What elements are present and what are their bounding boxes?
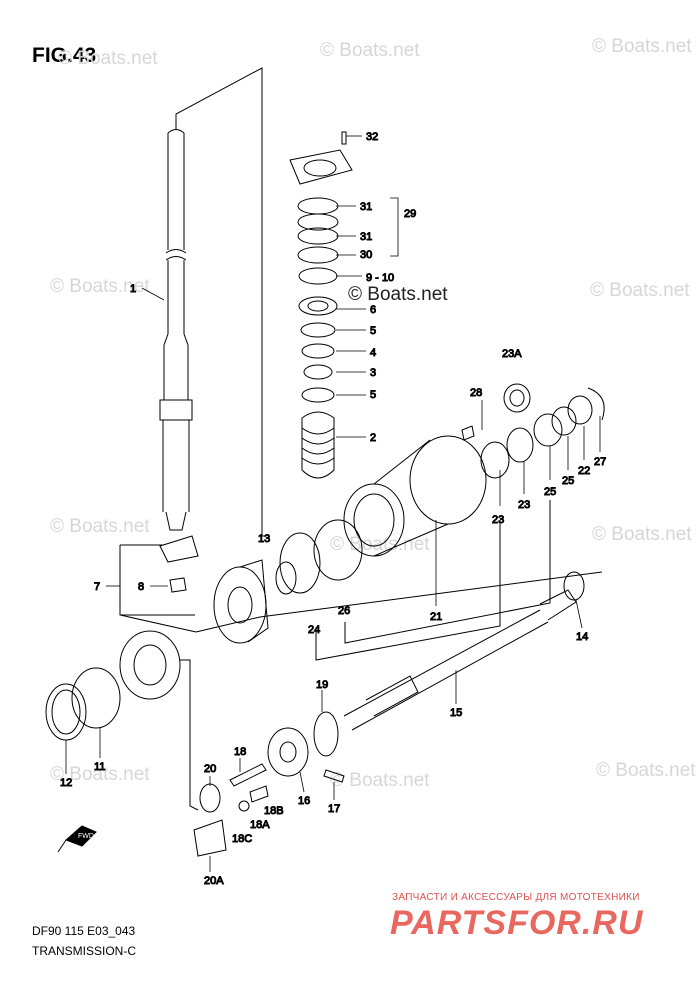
- forward-gear: [213, 519, 363, 644]
- bearing-housing: [343, 435, 487, 557]
- callout-label: 18: [234, 746, 246, 758]
- bracket-line: [175, 67, 263, 528]
- callout-label: 20A: [204, 875, 224, 887]
- callout-label: 32: [366, 131, 378, 143]
- upper-stack: [289, 131, 353, 403]
- watermark: © Boats.net: [50, 516, 150, 537]
- callout-label: 19: [316, 679, 328, 691]
- bracket-line: [180, 659, 199, 811]
- callout-label: 21: [430, 611, 442, 623]
- part-callouts: 32 31 29 31 30 9 - 10 6 5 4 3 5 2 1 23A …: [60, 131, 607, 888]
- bracket-line: [119, 545, 197, 633]
- callout-label: 26: [338, 605, 350, 617]
- callout-label: 15: [450, 707, 462, 719]
- watermark: © Boats.net: [330, 770, 430, 791]
- callout-label: 23A: [502, 348, 522, 360]
- callout-label: 3: [370, 367, 376, 379]
- callout-leaders: [65, 135, 601, 872]
- callout-label: 28: [470, 387, 482, 399]
- promo-tagline: ЗАПЧАСТИ И АКСЕССУАРЫ ДЛЯ МОТОТЕХНИКИ: [392, 892, 640, 903]
- fwd-direction-arrow: [57, 825, 97, 853]
- callout-label: 30: [360, 249, 372, 261]
- spring: [301, 411, 335, 479]
- bearing-set: [461, 383, 605, 479]
- callout-label: 27: [594, 456, 606, 468]
- callout-label: 23: [492, 514, 504, 526]
- callout-label: 20: [204, 763, 216, 775]
- callout-label: 29: [404, 208, 416, 220]
- bracket-line: [344, 500, 551, 644]
- bracket-line: [261, 528, 266, 537]
- watermark: © Boats.net: [320, 40, 420, 61]
- drive-shaft: [159, 129, 193, 531]
- callout-label: 22: [578, 465, 590, 477]
- watermark: © Boats.net: [596, 760, 696, 781]
- callout-label: 25: [562, 475, 574, 487]
- callout-label: 5: [370, 389, 376, 401]
- watermark: © Boats.net: [50, 276, 150, 297]
- callout-label: 8: [138, 581, 144, 593]
- callout-label: 6: [370, 304, 376, 316]
- propeller-shaft: [343, 571, 585, 731]
- bracket-line: [195, 571, 603, 633]
- callout-label: 18C: [232, 833, 252, 845]
- bracket-line: [315, 520, 501, 661]
- watermark: © Boats.net: [592, 524, 692, 545]
- callout-label: 16: [298, 795, 310, 807]
- callout-label: 18A: [250, 819, 270, 831]
- callout-label: 4: [370, 347, 376, 359]
- figure-title: FIG.43: [32, 44, 97, 67]
- callout-label: 11: [94, 761, 105, 773]
- callout-label: 2: [370, 432, 376, 444]
- watermark: © Boats.net: [50, 764, 150, 785]
- callout-label: 14: [576, 631, 588, 643]
- callout-label: 24: [308, 624, 320, 636]
- callout-label: 5: [370, 325, 376, 337]
- watermark: © Boats.net: [590, 280, 690, 301]
- fwd-arrow-label: FWD: [78, 833, 94, 840]
- callout-label: 9 - 10: [366, 272, 394, 284]
- callout-label: 7: [94, 581, 100, 593]
- callout-label: 12: [60, 777, 72, 789]
- watermark: © Boats.net: [592, 36, 692, 57]
- callout-label: 13: [258, 533, 270, 545]
- callout-label: 18B: [264, 805, 284, 817]
- section-name: TRANSMISSION-C: [32, 944, 137, 958]
- promo-brand-logo: PARTSFOR.RU: [390, 904, 644, 942]
- callout-label: 31: [360, 231, 372, 243]
- model-code: DF90 115 E03_043: [32, 924, 136, 938]
- clutch-assembly: [193, 711, 345, 857]
- reverse-gear: [45, 630, 181, 741]
- watermark: © Boats.net: [58, 48, 158, 69]
- watermark-center: © Boats.net: [348, 284, 448, 305]
- pinion-gear: [159, 535, 199, 593]
- callout-label: 25: [544, 486, 556, 498]
- callout-label: 31: [360, 201, 372, 213]
- callout-label: 23: [518, 499, 530, 511]
- callout-label: 17: [328, 803, 340, 815]
- callout-label: 1: [130, 283, 136, 295]
